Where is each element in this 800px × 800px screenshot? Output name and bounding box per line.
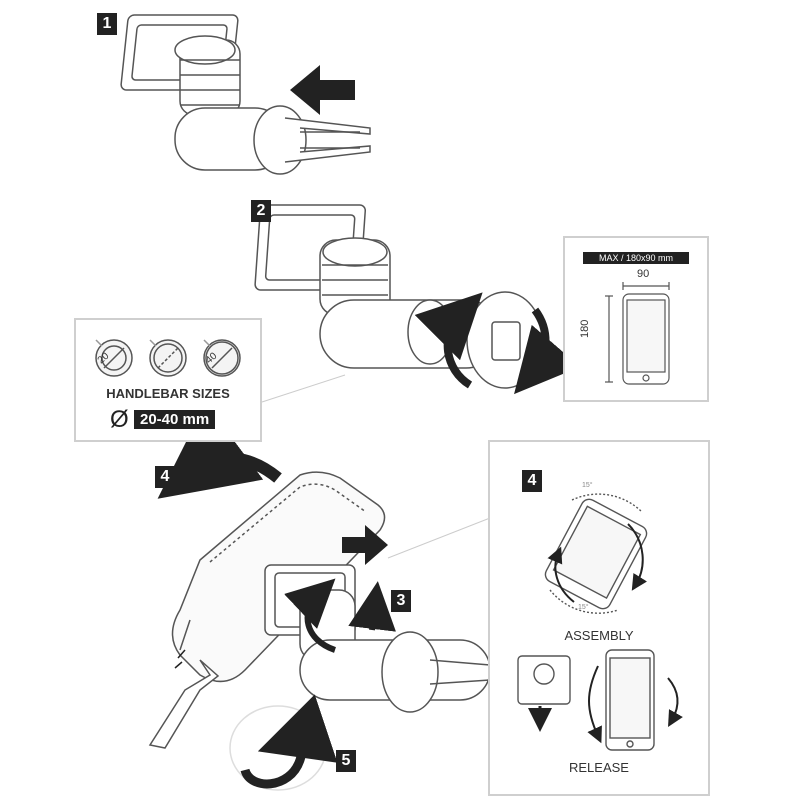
handlebar-sizes-title: HANDLEBAR SIZES <box>106 386 230 401</box>
step1-mount-drawing <box>120 14 371 175</box>
rotate-arrow-step2-left <box>414 292 483 389</box>
diameter-symbol: Ø <box>110 406 129 433</box>
release-label: RELEASE <box>569 760 629 775</box>
step-badge-4-main: 4 <box>155 466 175 488</box>
phone-size-diagram <box>605 282 670 385</box>
rotation-angle-top: 15° <box>582 482 593 489</box>
step-badge-5: 5 <box>336 750 356 772</box>
step-badge-2: 2 <box>251 200 271 222</box>
push-arrow-step1 <box>290 65 355 115</box>
step-badge-1: 1 <box>97 13 117 35</box>
handlebar-sizes-panel: 20 40 HANDLEBAR SIZES Ø 20-40 mm <box>74 318 262 442</box>
handlebar-diameter-icons <box>95 339 241 377</box>
assembly-release-diagram <box>517 493 683 751</box>
assembly-release-panel: 4 15° 15° ASSEMBLY RELEASE <box>488 440 710 796</box>
rotate-arrow-step5 <box>240 694 338 789</box>
zipper-strap-drawing <box>148 649 220 749</box>
rotate-arrow-step2-right <box>514 307 581 395</box>
phone-width-value: 90 <box>637 268 650 280</box>
push-arrow-step4 <box>342 525 388 565</box>
assembly-label: ASSEMBLY <box>564 628 634 643</box>
leader-line-handlebar <box>261 374 346 403</box>
leader-line-procedure <box>387 517 491 559</box>
rotate-arrow-step3-up <box>348 581 396 632</box>
step2-mount-drawing <box>254 204 544 389</box>
phone-size-panel: MAX / 180x90 mm 90 180 <box>563 236 709 402</box>
step3-mount-drawing <box>264 564 491 713</box>
step-badge-4-panel: 4 <box>522 470 542 492</box>
rotation-angle-bottom: 15° <box>578 604 589 611</box>
rotate-arrow-step4 <box>157 402 282 499</box>
rotate-arrow-step3-left <box>284 578 337 653</box>
step-badge-3: 3 <box>391 590 411 612</box>
handlebar-range: 20-40 mm <box>134 410 216 429</box>
max-phone-size-label: MAX / 180x90 mm <box>583 252 689 264</box>
